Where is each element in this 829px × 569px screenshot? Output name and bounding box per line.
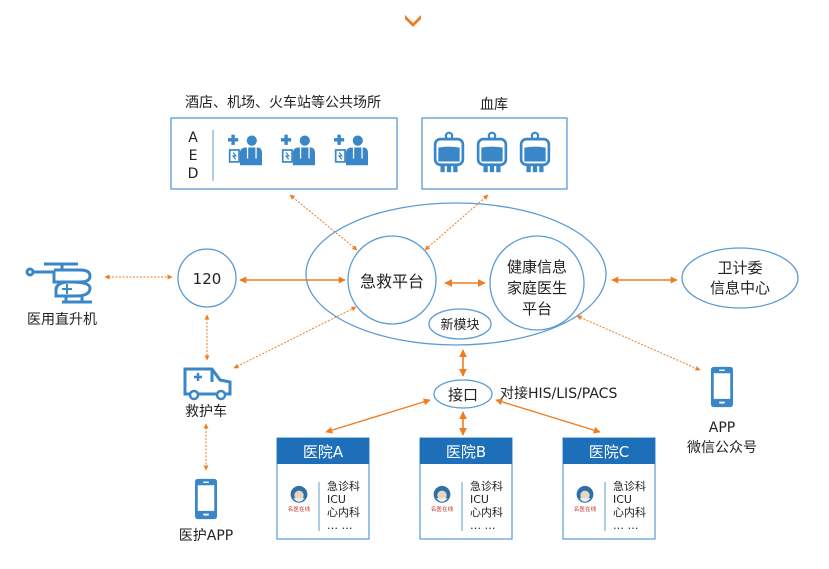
connection-arrows: [104, 194, 701, 471]
hospital-department: 急诊科: [613, 479, 646, 493]
emergency-platform-node[interactable]: [347, 235, 437, 325]
node-120[interactable]: [177, 248, 237, 308]
emergency-platform-label: 急救平台: [360, 272, 424, 291]
aed-letter: D: [188, 166, 199, 182]
arrow-interface-hospitalC: [495, 398, 601, 434]
hospital-card[interactable]: 医院C 急诊科ICU心内科… …: [562, 437, 656, 540]
hospital-department: 急诊科: [470, 479, 503, 493]
interface-node[interactable]: [433, 379, 493, 409]
helicopter-label: 医用直升机: [27, 311, 97, 328]
arrow-ambulance-emergency: [233, 306, 357, 369]
health-commission-node[interactable]: [681, 247, 799, 309]
smartphone-icon: [711, 366, 733, 408]
node-120-label: 120: [193, 270, 222, 288]
ambulance-wheel: [188, 389, 200, 401]
chevron-down-icon[interactable]: [405, 15, 421, 27]
health-commission-line: 信息中心: [710, 279, 770, 297]
interface-note: 对接HIS/LIS/PACS: [500, 385, 617, 402]
hospital-card-header: [563, 438, 655, 464]
new-module-node[interactable]: [428, 308, 492, 340]
hospital-department: 心内科: [613, 505, 646, 519]
hospital-name: 医院B: [446, 443, 486, 461]
aed-letter: A: [188, 130, 198, 146]
hospital-department: … …: [613, 519, 639, 532]
health-platform-line: 平台: [522, 300, 552, 318]
blood-bank-title: 血库: [480, 97, 508, 113]
arrow-aed-emergency: [289, 194, 358, 251]
hospital-card-header: [420, 438, 512, 464]
public-app-line: 微信公众号: [687, 440, 757, 456]
hospital-department: ICU: [613, 493, 632, 506]
hospital-department: 心内科: [470, 505, 503, 519]
interface-label: 接口: [448, 386, 478, 404]
arrow-interface-hospitalA: [325, 398, 431, 434]
public-places-title: 酒店、机场、火车站等公共场所: [185, 94, 381, 111]
new-module-label: 新模块: [440, 317, 479, 333]
hospital-department: … …: [327, 519, 353, 532]
hospital-card[interactable]: 医院A 急诊科ICU心内科… …: [276, 437, 370, 540]
hospital-name: 医院C: [589, 443, 629, 461]
hospital-card-header: [277, 438, 369, 464]
ambulance-label: 救护车: [185, 403, 227, 420]
health-platform-line: 健康信息: [507, 258, 567, 276]
arrow-health-publicapp: [576, 315, 701, 371]
hospital-department: … …: [470, 519, 496, 532]
ambulance-icon: [183, 367, 232, 396]
health-platform-line: 家庭医生: [507, 279, 567, 297]
hospital-department: ICU: [470, 493, 489, 506]
public-app-line: APP: [709, 420, 735, 436]
hospital-department: 心内科: [327, 505, 360, 519]
ambulance-wheel: [215, 389, 227, 401]
hospital-name: 医院A: [303, 443, 344, 461]
hospital-department: 急诊科: [327, 479, 360, 493]
health-commission-line: 卫计委: [717, 259, 762, 277]
helicopter-icon: [25, 262, 92, 304]
aed-letter: E: [189, 148, 198, 164]
hospital-card[interactable]: 医院B 急诊科ICU心内科… …: [419, 437, 513, 540]
medical-app-label: 医护APP: [179, 528, 233, 544]
health-platform-node[interactable]: [489, 235, 585, 331]
hospital-department: ICU: [327, 493, 346, 506]
smartphone-icon: [195, 478, 217, 520]
